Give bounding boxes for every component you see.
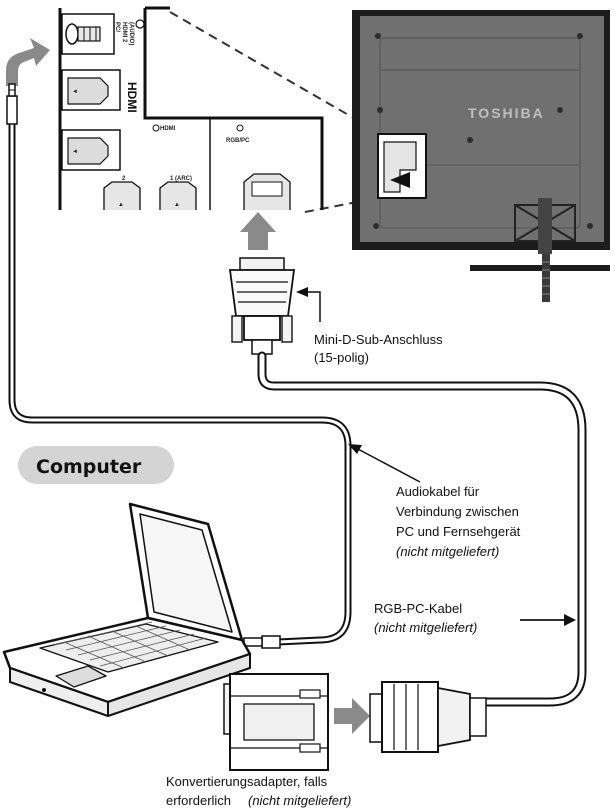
adapter-label-line1: Konvertierungsadapter, falls bbox=[166, 774, 328, 789]
dsub-connector-top bbox=[228, 257, 296, 355]
dsub-connector-bottom bbox=[369, 681, 487, 753]
port-2-marker: ▲ bbox=[118, 202, 124, 208]
minidsub-label-line1: Mini-D-Sub-Anschluss bbox=[314, 332, 443, 347]
svg-text:◄: ◄ bbox=[72, 149, 78, 155]
port-1-marker: ▲ bbox=[174, 202, 180, 208]
rgbpc-port: RGB/PC bbox=[226, 124, 291, 210]
adapter-note: (nicht mitgeliefert) bbox=[248, 793, 351, 808]
cables bbox=[8, 116, 587, 707]
callout-audio-cable: Audiokabel für Verbindung zwischen PC un… bbox=[348, 444, 521, 559]
adapter-to-plug-arrow bbox=[334, 698, 370, 734]
port-2-label: 2 bbox=[122, 176, 126, 182]
audio-insert-arrow bbox=[6, 38, 50, 86]
computer-label: Computer bbox=[36, 456, 142, 478]
hdmi-side-ports: ◄ ◄ HDMI bbox=[61, 69, 139, 171]
audio-cable-label-line2: Verbindung zwischen bbox=[396, 504, 519, 519]
rgb-cable-label: RGB-PC-Kabel bbox=[374, 601, 462, 616]
rgb-insert-arrow bbox=[240, 212, 276, 250]
adapter-label-line2: erforderlich bbox=[166, 793, 231, 808]
callout-rgb-cable: RGB-PC-Kabel (nicht mitgeliefert) bbox=[374, 601, 576, 635]
laptop bbox=[2, 502, 252, 717]
hdmi-label: HDMI bbox=[160, 126, 176, 132]
audio-plug-laptop bbox=[232, 635, 281, 649]
conversion-adapter bbox=[223, 673, 329, 771]
minidsub-label-line2: (15-polig) bbox=[314, 350, 369, 365]
audio-cable-label-line1: Audiokabel für bbox=[396, 484, 480, 499]
tv-brand: TOSHIBA bbox=[468, 105, 545, 121]
computer-label-pill: Computer bbox=[18, 446, 174, 484]
callout-adapter: Konvertierungsadapter, falls erforderlic… bbox=[166, 774, 351, 808]
pc-hdmi-audio-label-1: PC/ bbox=[114, 22, 120, 32]
audio-cable-note: (nicht mitgeliefert) bbox=[396, 544, 499, 559]
audio-jack-port: PC/ HDMI 2 (AUDIO) bbox=[61, 13, 145, 55]
rgb-cable-note: (nicht mitgeliefert) bbox=[374, 620, 477, 635]
rgbpc-label: RGB/PC bbox=[226, 138, 250, 144]
pc-hdmi-audio-label-2: HDMI 2 bbox=[121, 22, 127, 43]
port-1arc-label: 1 (ARC) bbox=[170, 176, 192, 182]
pc-hdmi-audio-label-3: (AUDIO) bbox=[128, 22, 134, 45]
hdmi-logo-vertical: HDMI bbox=[125, 82, 139, 113]
svg-text:◄: ◄ bbox=[72, 89, 78, 95]
tv-rear: TOSHIBA bbox=[352, 10, 610, 302]
audio-cable-label-line3: PC und Fernsehgerät bbox=[396, 524, 521, 539]
callout-minidsub: Mini-D-Sub-Anschluss (15-polig) bbox=[296, 287, 443, 365]
audio-plug-top bbox=[6, 83, 18, 125]
hdmi-bottom-ports: HDMI 2 1 (ARC) ▲ ▲ bbox=[103, 124, 197, 210]
connector-panel: PC/ HDMI 2 (AUDIO) ◄ ◄ HDMI HDMI 2 1 (AR… bbox=[58, 6, 324, 210]
